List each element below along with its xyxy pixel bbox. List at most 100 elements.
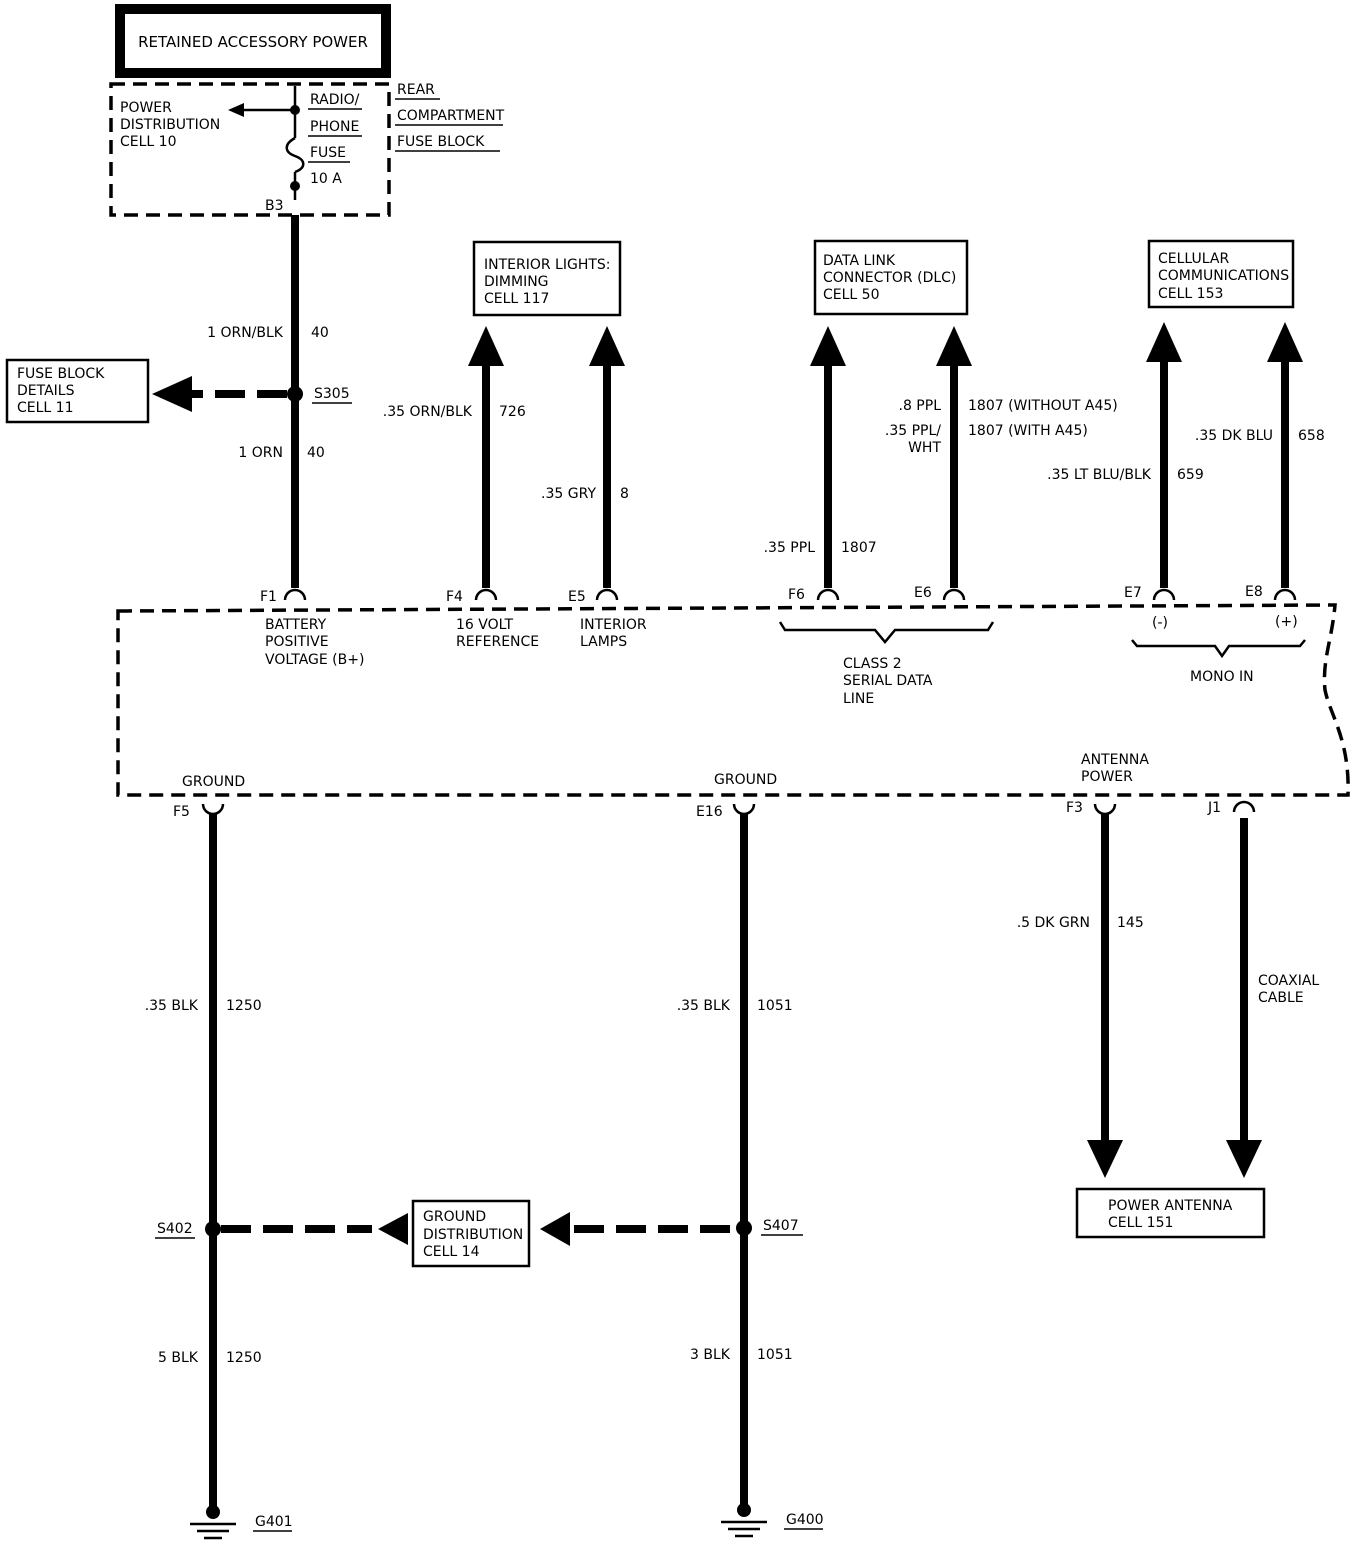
ground-g400-icon — [721, 1503, 767, 1538]
mono-in-label: MONO IN — [1190, 669, 1254, 685]
pin-e7: E7 — [1124, 585, 1142, 601]
wire-1051-color-b: 3 BLK — [690, 1347, 731, 1363]
wire-40-color-b: 1 ORN — [238, 445, 283, 461]
arrow-up-icon — [589, 326, 625, 366]
pin-f1-label-1: BATTERY — [265, 617, 327, 633]
ground-distribution-line-3: CELL 14 — [423, 1244, 480, 1260]
fuse-block-details-line-1: FUSE BLOCK — [17, 366, 105, 382]
wire-8-circuit: 8 — [620, 486, 629, 502]
cellular-line-1: CELLULAR — [1158, 251, 1229, 267]
top-connectors — [283, 588, 1297, 601]
pin-e7-sign: (-) — [1152, 615, 1168, 631]
pin-e5-label-1: INTERIOR — [580, 617, 647, 633]
ground-distribution-line-2: DISTRIBUTION — [423, 1227, 523, 1243]
fuse-block-details-arrow-icon — [152, 376, 192, 412]
interior-lights-box: INTERIOR LIGHTS: DIMMING CELL 117 — [472, 240, 622, 317]
class2-label-1: CLASS 2 — [843, 656, 902, 672]
pin-f3: F3 — [1066, 800, 1083, 816]
wire-1250-color-a: .35 BLK — [145, 998, 199, 1014]
ground-g401-label: G401 — [255, 1514, 293, 1530]
power-antenna-box: POWER ANTENNA CELL 151 — [1075, 1187, 1266, 1239]
bottom-connectors — [201, 800, 1256, 816]
wire-1051-circuit-b: 1051 — [757, 1347, 793, 1363]
pin-f3-label-1: ANTENNA — [1081, 752, 1149, 768]
wire-1051-color-a: .35 BLK — [677, 998, 731, 1014]
arrow-down-icon — [1226, 1140, 1262, 1178]
splice-s305 — [287, 386, 303, 402]
pin-e8: E8 — [1245, 584, 1263, 600]
wire-1807-f6-color: .35 PPL — [764, 540, 816, 556]
arrow-right-icon — [540, 1212, 570, 1246]
ground-g401-icon — [190, 1505, 236, 1540]
wire-1807-f6-circuit: 1807 — [841, 540, 877, 556]
splice-s402 — [205, 1221, 221, 1237]
wire-40-circuit-a: 40 — [311, 325, 329, 341]
arrow-down-icon — [1087, 1140, 1123, 1178]
pin-f4-label-1: 16 VOLT — [456, 617, 513, 633]
pin-f1-label-2: POSITIVE — [265, 634, 329, 650]
pin-f5-label: GROUND — [182, 774, 245, 790]
wire-1051-circuit-a: 1051 — [757, 998, 793, 1014]
splice-s402-label: S402 — [157, 1221, 193, 1237]
ground-distribution-box: GROUND DISTRIBUTION CELL 14 — [411, 1199, 531, 1268]
dlc-line-3: CELL 50 — [823, 287, 880, 303]
arrow-left-icon — [378, 1213, 408, 1245]
power-distribution-line-2: DISTRIBUTION — [120, 117, 220, 133]
fuse-block-label-2: COMPARTMENT — [397, 108, 505, 124]
wire-8-color: .35 GRY — [541, 486, 596, 502]
title-block: RETAINED ACCESSORY POWER — [115, 4, 391, 78]
power-antenna-line-1: POWER ANTENNA — [1108, 1198, 1233, 1214]
arrow-up-icon — [1267, 322, 1303, 362]
pin-e5-label-2: LAMPS — [580, 634, 627, 650]
pin-f4-label-2: REFERENCE — [456, 634, 539, 650]
wire-726-color: .35 ORN/BLK — [383, 404, 473, 420]
fuse-block-details-line-2: DETAILS — [17, 383, 75, 399]
wire-659-circuit: 659 — [1177, 467, 1204, 483]
cellular-line-2: COMMUNICATIONS — [1158, 268, 1289, 284]
interior-lights-line-2: DIMMING — [484, 274, 549, 290]
wire-1807-e6-color-2a: .35 PPL/ — [885, 423, 941, 439]
cellular-box: CELLULAR COMMUNICATIONS CELL 153 — [1147, 239, 1295, 309]
terminal-b3: B3 — [265, 198, 284, 214]
wire-726-circuit: 726 — [499, 404, 526, 420]
pin-e6: E6 — [914, 585, 932, 601]
class2-brace — [778, 621, 995, 644]
fuse-label-3: FUSE — [310, 145, 346, 161]
wire-659-color: .35 LT BLU/BLK — [1047, 467, 1152, 483]
interior-lights-line-3: CELL 117 — [484, 291, 549, 307]
wire-1807-e6-color-1: .8 PPL — [899, 398, 942, 414]
cellular-line-3: CELL 153 — [1158, 286, 1223, 302]
wire-1250-circuit-a: 1250 — [226, 998, 262, 1014]
fuse-block-details-line-3: CELL 11 — [17, 400, 74, 416]
wire-145-color: .5 DK GRN — [1017, 915, 1090, 931]
wire-145-circuit: 145 — [1117, 915, 1144, 931]
wire-40-color-a: 1 ORN/BLK — [207, 325, 284, 341]
wire-658-circuit: 658 — [1298, 428, 1325, 444]
pin-f6: F6 — [788, 587, 805, 603]
wire-658-color: .35 DK BLU — [1195, 428, 1273, 444]
fuse-block-details-box: FUSE BLOCK DETAILS CELL 11 — [5, 358, 150, 424]
interior-lights-line-1: INTERIOR LIGHTS: — [484, 257, 611, 273]
fuse-block-label-1: REAR — [397, 82, 435, 98]
class2-label-3: LINE — [843, 691, 874, 707]
pin-e5: E5 — [568, 589, 586, 605]
wire-1250-color-b: 5 BLK — [158, 1350, 199, 1366]
wire-40-circuit-b: 40 — [307, 445, 325, 461]
pin-e16: E16 — [696, 804, 723, 820]
pin-e8-sign: (+) — [1275, 614, 1298, 630]
arrow-up-icon — [936, 326, 972, 366]
ground-g400-label: G400 — [786, 1512, 824, 1528]
splice-s305-label: S305 — [314, 386, 350, 402]
ground-distribution-line-1: GROUND — [423, 1209, 486, 1225]
wire-1250-circuit-b: 1250 — [226, 1350, 262, 1366]
arrow-up-icon — [810, 326, 846, 366]
class2-label-2: SERIAL DATA — [843, 673, 933, 689]
pin-f3-label-2: POWER — [1081, 769, 1133, 785]
power-distribution-line-3: CELL 10 — [120, 134, 177, 150]
arrow-up-icon — [468, 326, 504, 366]
wire-1807-e6-circuit-2: 1807 (WITH A45) — [968, 423, 1088, 439]
rear-compartment-fuse-block: REAR COMPARTMENT FUSE BLOCK POWER DISTRI… — [109, 82, 505, 217]
splice-s407 — [736, 1220, 752, 1236]
coax-label-1: COAXIAL — [1258, 973, 1319, 989]
